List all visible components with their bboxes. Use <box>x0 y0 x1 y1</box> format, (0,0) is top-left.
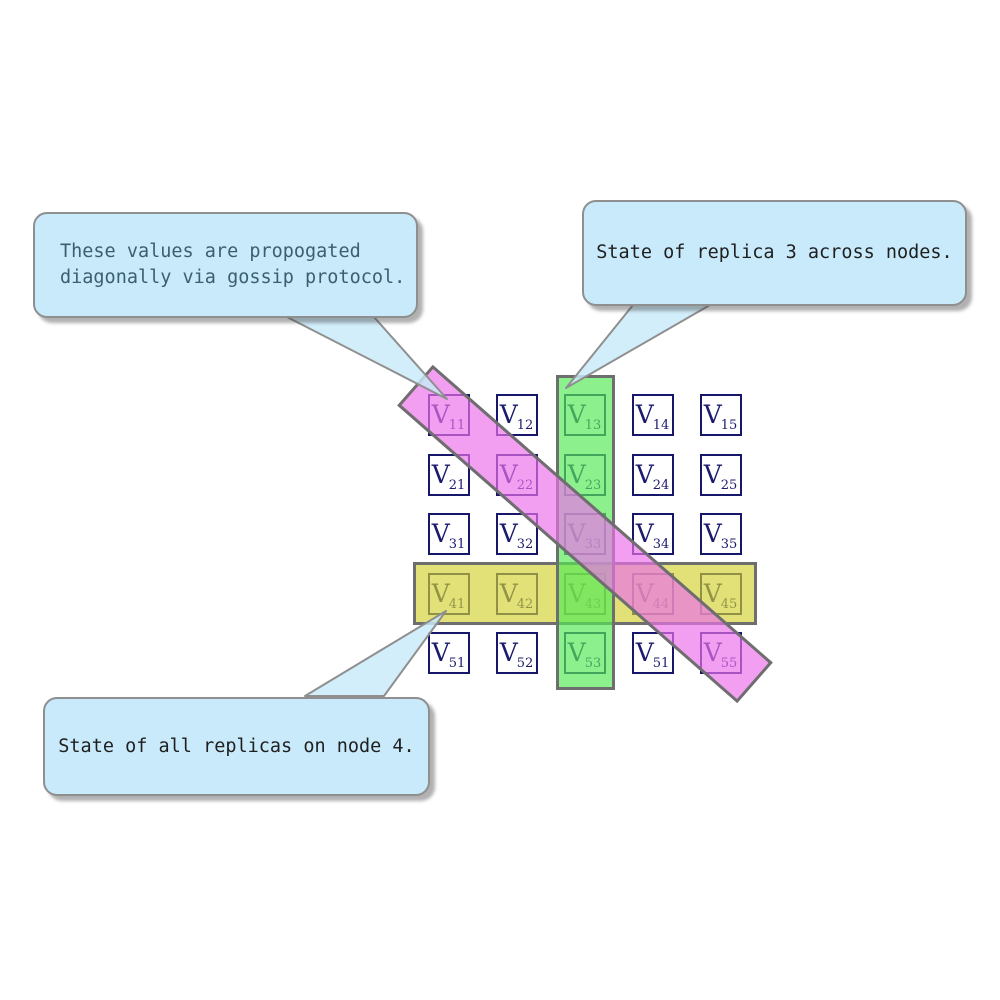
replica-3-callout: State of replica 3 across nodes. <box>582 200 967 306</box>
cell-letter: V <box>703 519 722 548</box>
cell-letter: V <box>635 638 654 667</box>
matrix-cell-2-5: V25 <box>700 453 742 496</box>
cell-subscript: 12 <box>516 418 534 433</box>
node-4-callout: State of all replicas on node 4. <box>43 697 430 796</box>
cell-subscript: 25 <box>720 477 738 493</box>
replica-3-callout-text: State of replica 3 across nodes. <box>596 242 953 263</box>
cell-letter: V <box>431 459 450 489</box>
cell-letter: V <box>703 400 722 429</box>
matrix-cell-1-4: V14 <box>632 394 674 436</box>
cell-subscript: 34 <box>652 537 670 552</box>
cell-letter: V <box>703 459 722 489</box>
matrix-cell-1-5: V15 <box>700 394 742 436</box>
cell-subscript: 31 <box>448 537 466 552</box>
node-4-callout-text: State of all replicas on node 4. <box>58 735 415 757</box>
matrix-cell-3-1: V31 <box>428 513 470 555</box>
replica-callout-tail <box>565 304 711 389</box>
cell-letter: V <box>431 638 450 667</box>
cell-letter: V <box>499 400 518 429</box>
cell-letter: V <box>499 519 518 548</box>
gossip-callout-tail <box>286 316 448 400</box>
cell-letter: V <box>635 400 654 429</box>
gossip-callout-line-1: These values are propogated <box>60 241 361 262</box>
node-callout-tail <box>304 610 447 697</box>
cell-subscript: 15 <box>720 418 738 433</box>
cell-letter: V <box>431 519 450 548</box>
cell-subscript: 24 <box>652 477 670 493</box>
matrix-cell-2-1: V21 <box>428 453 470 496</box>
cell-subscript: 32 <box>516 537 534 552</box>
gossip-callout-line-2: diagonally via gossip protocol. <box>60 267 406 288</box>
cell-subscript: 14 <box>652 418 670 433</box>
cell-subscript: 52 <box>516 656 534 671</box>
cell-letter: V <box>635 459 654 489</box>
matrix-cell-5-2: V52 <box>496 632 538 674</box>
cell-subscript: 51 <box>448 656 466 671</box>
cell-letter: V <box>499 638 518 667</box>
matrix-cell-3-5: V35 <box>700 513 742 555</box>
cell-subscript: 21 <box>448 477 466 493</box>
cell-letter: V <box>635 519 654 548</box>
matrix-cell-5-1: V51 <box>428 632 470 674</box>
cell-subscript: 35 <box>720 537 738 552</box>
matrix-cell-2-4: V24 <box>632 453 674 496</box>
matrix-cell-5-4: V51 <box>632 632 674 674</box>
cell-subscript: 51 <box>652 656 670 671</box>
gossip-callout: These values are propogated diagonally v… <box>33 212 418 318</box>
